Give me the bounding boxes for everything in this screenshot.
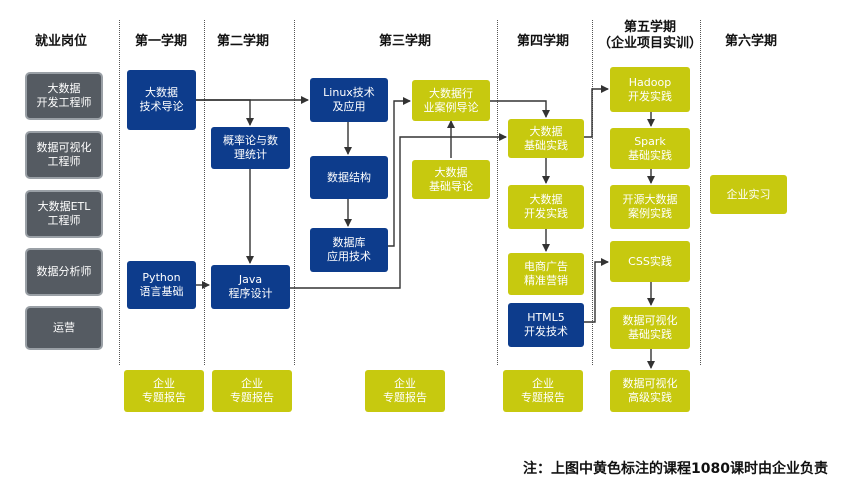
course-bigdata-dev-practice: 大数据 开发实践 xyxy=(508,185,584,229)
header-semester-3: 第三学期 xyxy=(378,34,431,49)
job-data-analyst: 数据分析师 xyxy=(25,248,103,296)
enterprise-report: 企业 专题报告 xyxy=(503,370,583,412)
separator xyxy=(294,20,295,365)
course-java: Java 程序设计 xyxy=(211,265,290,309)
arrow xyxy=(290,133,507,289)
course-hadoop: Hadoop 开发实践 xyxy=(610,67,690,112)
course-bigdata-basic-intro: 大数据 基础导论 xyxy=(412,160,490,199)
job-visualization-engineer: 数据可视化 工程师 xyxy=(25,131,103,179)
header-semester-2: 第二学期 xyxy=(216,34,269,49)
arrow xyxy=(584,85,609,138)
arrow xyxy=(584,258,609,323)
separator xyxy=(204,20,205,365)
course-internship: 企业实习 xyxy=(710,175,787,214)
course-linux: Linux技术 及应用 xyxy=(310,78,388,122)
header-semester-6: 第六学期 xyxy=(724,34,777,49)
course-ecommerce-marketing: 电商广告 精准营销 xyxy=(508,253,584,295)
job-operations: 运营 xyxy=(25,306,103,350)
course-python: Python 语言基础 xyxy=(127,261,196,309)
course-bigdata-intro: 大数据 技术导论 xyxy=(127,70,196,130)
course-css: CSS实践 xyxy=(610,241,690,282)
arrow xyxy=(196,99,254,126)
course-html5: HTML5 开发技术 xyxy=(508,303,584,347)
header-positions: 就业岗位 xyxy=(34,34,87,49)
job-bigdata-developer: 大数据 开发工程师 xyxy=(25,72,103,120)
enterprise-report: 企业 专题报告 xyxy=(365,370,445,412)
header-semester-4: 第四学期 xyxy=(516,34,569,49)
course-database: 数据库 应用技术 xyxy=(310,228,388,272)
course-spark: Spark 基础实践 xyxy=(610,128,690,169)
enterprise-report: 企业 专题报告 xyxy=(212,370,292,412)
course-industry-case: 大数据行 业案例导论 xyxy=(412,80,490,121)
job-etl-engineer: 大数据ETL 工程师 xyxy=(25,190,103,238)
course-visualization-basic: 数据可视化 基础实践 xyxy=(610,307,690,349)
separator xyxy=(119,20,120,365)
course-data-structure: 数据结构 xyxy=(310,156,388,199)
header-semester-5: 第五学期 （企业项目实训） xyxy=(597,20,702,51)
enterprise-report: 企业 专题报告 xyxy=(124,370,204,412)
header-semester-1: 第一学期 xyxy=(134,34,187,49)
separator xyxy=(700,20,701,365)
arrow xyxy=(388,97,411,247)
course-visualization-advanced: 数据可视化 高级实践 xyxy=(610,370,690,412)
footnote: 注：上图中黄色标注的课程1080课时由企业负责 xyxy=(523,461,828,477)
course-bigdata-basic-practice: 大数据 基础实践 xyxy=(508,119,584,158)
separator xyxy=(592,20,593,365)
course-opensource-bigdata: 开源大数据 案例实践 xyxy=(610,185,690,229)
arrow xyxy=(490,100,550,118)
separator xyxy=(497,20,498,365)
course-probability-statistics: 概率论与数 理统计 xyxy=(211,127,290,169)
